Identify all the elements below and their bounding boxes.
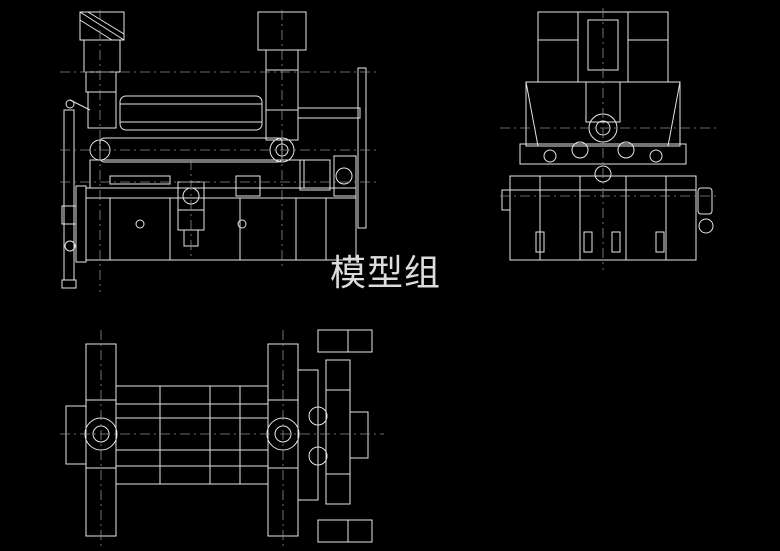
plan-center-lines [60,330,384,546]
side-elevation-view [501,11,714,261]
plan-view [65,329,373,543]
side-center-lines [500,8,720,270]
front-elevation-view [61,11,367,289]
front-center-lines [60,10,380,292]
drawing-label: 模型组 [330,253,442,294]
